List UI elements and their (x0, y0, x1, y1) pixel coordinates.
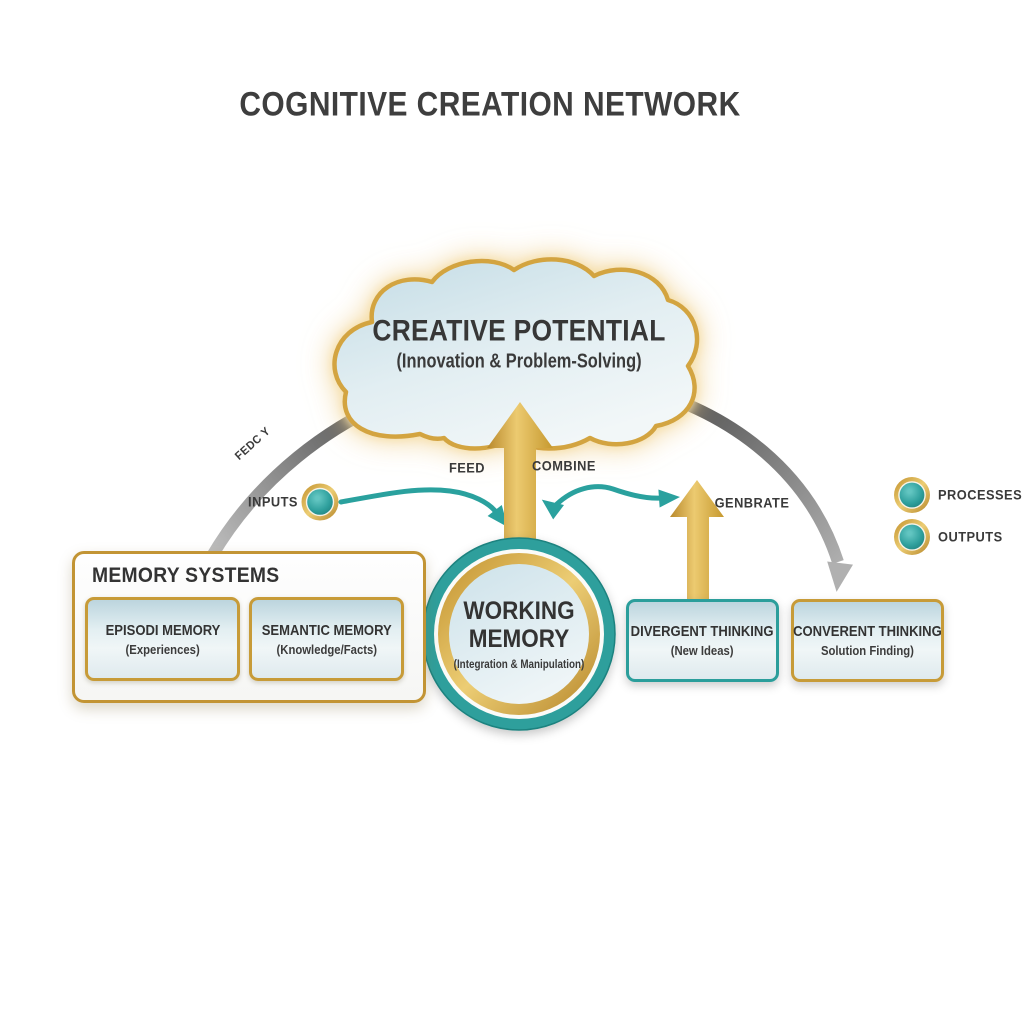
feed-arrowhead-icon (487, 504, 508, 528)
episodic-memory-subtitle: (Experiences) (125, 641, 200, 657)
convergent-thinking-title: CONVERENT THINKING (793, 623, 942, 640)
combine-label: COMBINE (532, 458, 596, 474)
creative-potential-title: CREATIVE POTENTIAL (372, 314, 666, 348)
combine-arrowhead-icon (541, 499, 565, 520)
convergent-thinking-box: CONVERENT THINKING Solution Finding) (791, 599, 944, 682)
processes-label: PROCESSES (938, 487, 1023, 503)
semantic-memory-subtitle: (Knowledge/Facts) (276, 641, 377, 657)
divergent-thinking-box: DIVERGENT THINKING (New Ideas) (626, 599, 779, 682)
creative-potential-label-group: CREATIVE POTENTIAL (Innovation & Problem… (352, 315, 685, 374)
diagram-title: COGNITIVE CREATION NETWORK (239, 85, 741, 124)
processes-icon (894, 477, 930, 513)
creative-potential-subtitle: (Innovation & Problem-Solving) (396, 350, 642, 373)
semantic-memory-title: SEMANTIC MEMORY (261, 621, 392, 639)
feed-arrow (338, 487, 508, 528)
working-memory-subtitle: (Integration & Manipulation) (453, 657, 585, 671)
working-memory-label-group: WORKING MEMORY (Integration & Manipulati… (439, 597, 598, 671)
working-memory-node (422, 537, 616, 731)
semantic-memory-box: SEMANTIC MEMORY (Knowledge/Facts) (249, 597, 404, 681)
combine-generate-arrow (541, 484, 680, 520)
feed-to-cloud-arrow (487, 402, 553, 562)
working-memory-title-line1: WORKING (463, 597, 575, 625)
feedback-arrowhead-icon (827, 561, 853, 592)
memory-systems-header: MEMORY SYSTEMS (92, 564, 280, 587)
generate-arrow (670, 480, 724, 601)
divergent-thinking-title: DIVERGENT THINKING (631, 623, 774, 640)
inputs-label: INPUTS (248, 494, 298, 510)
generate-link-arrowhead-icon (658, 489, 680, 508)
memory-systems-panel: MEMORY SYSTEMS EPISODI MEMORY (Experienc… (72, 551, 426, 703)
outputs-label: OUTPUTS (938, 529, 1003, 545)
generate-label: GENBRATE (714, 495, 790, 511)
episodic-memory-box: EPISODI MEMORY (Experiences) (85, 597, 240, 681)
divergent-thinking-subtitle: (New Ideas) (671, 643, 734, 658)
feed-label: FEED (448, 460, 486, 476)
episodic-memory-title: EPISODI MEMORY (105, 621, 220, 639)
inputs-icon (301, 483, 339, 521)
outputs-icon (894, 519, 930, 555)
convergent-thinking-subtitle: Solution Finding) (821, 643, 914, 658)
working-memory-title-line2: MEMORY (468, 625, 570, 653)
